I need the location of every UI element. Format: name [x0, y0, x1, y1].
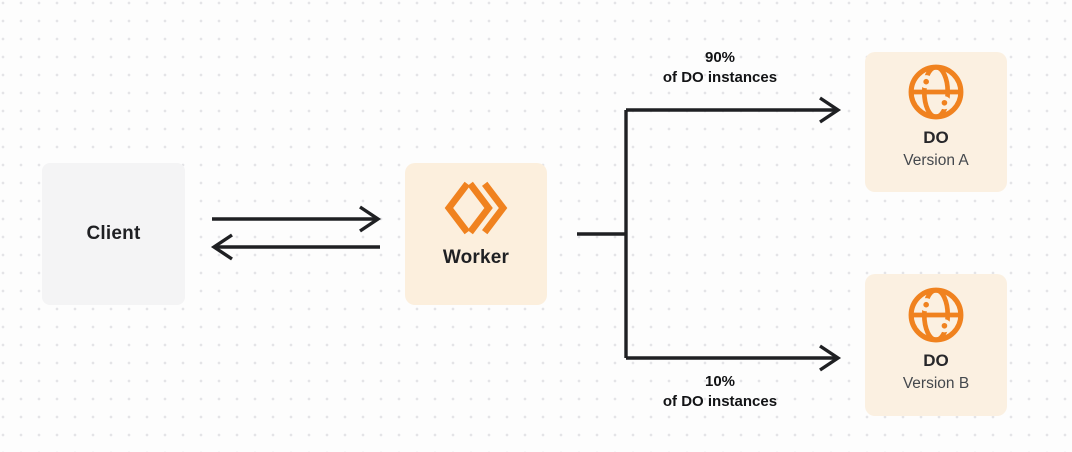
do-a-subtitle: Version A: [903, 152, 969, 169]
bottom-branch-percentage: 10%: [704, 373, 736, 390]
top-branch-percentage: 90%: [704, 49, 736, 66]
do-b-subtitle: Version B: [902, 375, 970, 392]
top-branch-label: 90% of DO instances: [610, 48, 830, 88]
client-label: Client: [86, 223, 141, 244]
top-branch-caption: of DO instances: [662, 69, 778, 86]
workers-chevrons-icon: [444, 179, 508, 237]
do-a-title: DO: [923, 128, 949, 147]
bottom-branch-label: 10% of DO instances: [610, 372, 830, 412]
client-node: Client: [42, 163, 185, 305]
arrow-branch-to-do-b: [626, 344, 842, 372]
branch-trunk-line: [577, 110, 628, 358]
bottom-branch-caption: of DO instances: [662, 393, 778, 410]
worker-label: Worker: [442, 247, 510, 268]
globe-icon: [906, 62, 966, 122]
do-b-title: DO: [923, 351, 949, 370]
arrow-client-to-worker: [212, 205, 382, 233]
arrow-worker-to-client: [210, 233, 380, 261]
do-version-b-node: DO Version B: [865, 274, 1007, 416]
worker-node: Worker: [405, 163, 547, 305]
globe-icon: [906, 285, 966, 345]
do-version-a-node: DO Version A: [865, 52, 1007, 192]
arrow-branch-to-do-a: [626, 96, 842, 124]
